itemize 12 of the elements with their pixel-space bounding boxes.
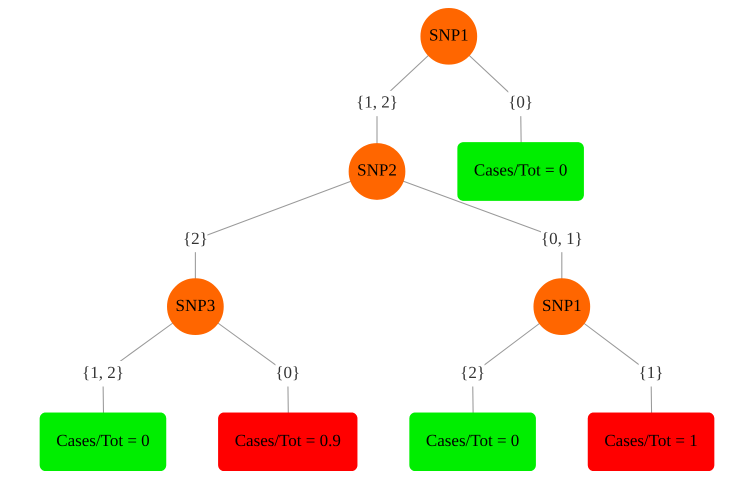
edge-label: {2}	[460, 364, 486, 382]
edge-label: {0, 1}	[540, 230, 583, 248]
node-circle: SNP1	[420, 8, 478, 65]
edge-label: {1, 2}	[82, 364, 124, 382]
node-circle: SNP3	[167, 278, 224, 335]
edge-label: {2}	[182, 230, 208, 248]
edge-label: {0}	[508, 94, 534, 112]
edge-label: {0}	[275, 364, 300, 382]
edge-label: {1}	[638, 364, 664, 382]
node-circle: SNP2	[348, 143, 406, 200]
edge-label: {1, 2}	[356, 94, 398, 112]
node-circle: SNP1	[533, 278, 590, 335]
